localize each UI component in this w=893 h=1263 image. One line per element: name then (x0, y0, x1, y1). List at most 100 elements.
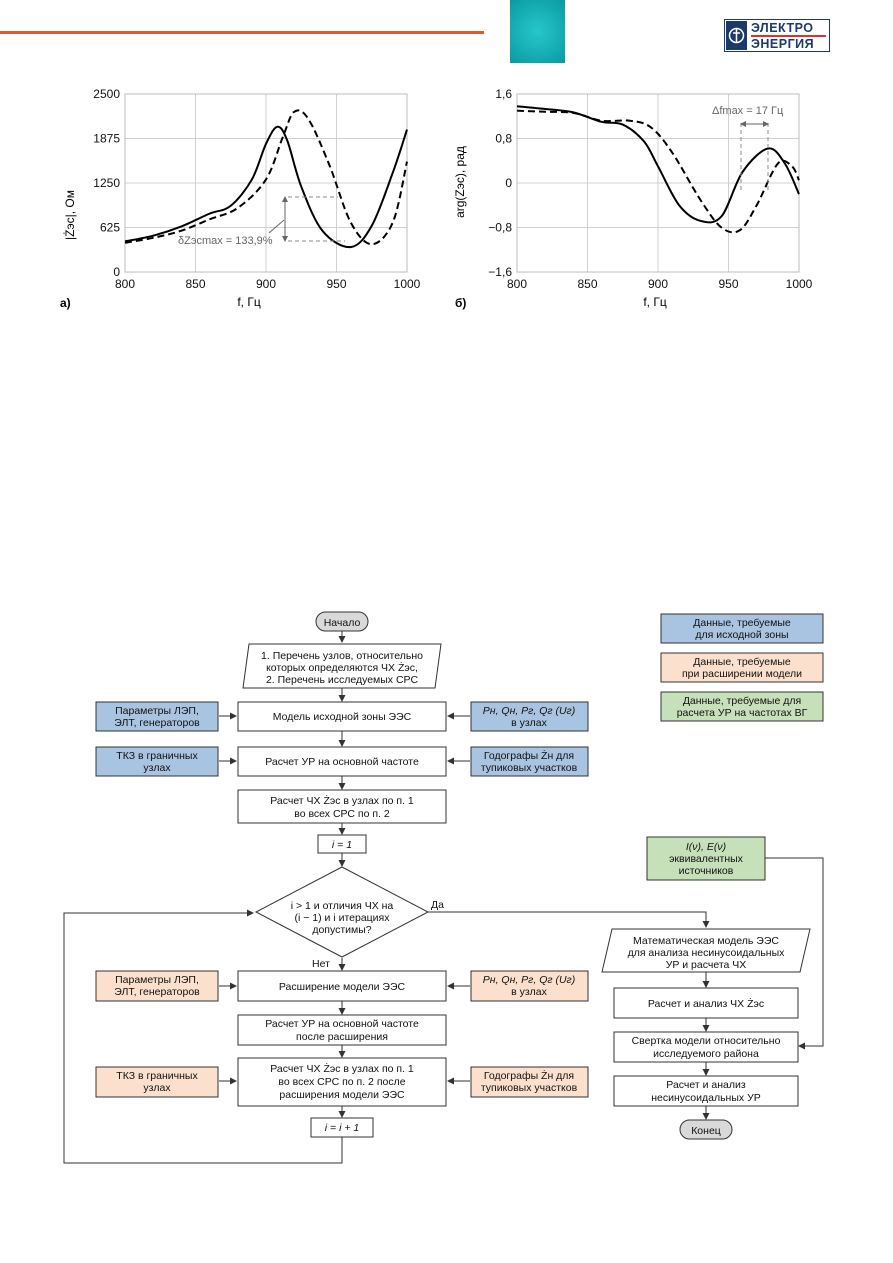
svg-text:после расширения: после расширения (296, 1031, 388, 1043)
journal-logo: ЭЛЕКТРО ЭНЕРГИЯ (724, 19, 830, 52)
svg-text:ЭЛТ, генераторов: ЭЛТ, генераторов (114, 986, 200, 998)
series-line-dashed (124, 109, 408, 246)
flow-calc-analysis: Расчет и анализ ЧХ Żэс (613, 987, 799, 1019)
header-teal-block (510, 0, 565, 63)
svg-text:Данные, требуемые для: Данные, требуемые для (683, 695, 801, 707)
chart-b-series (516, 105, 800, 234)
svg-text:i = 1: i = 1 (332, 839, 352, 851)
flow-left-orange-1: Параметры ЛЭП, ЭЛТ, генераторов (95, 970, 219, 1002)
y-tick-label: −0,8 (488, 221, 512, 235)
chart-a-panel-label: а) (60, 296, 71, 310)
svg-text:Расчет УР на основной частоте: Расчет УР на основной частоте (265, 1018, 419, 1030)
flow-calc-fr-after: Расчет ЧХ Żэс в узлах по п. 1 во всех СР… (237, 1057, 447, 1107)
flow-no-label: Нет (312, 958, 330, 970)
svg-text:эквивалентных: эквивалентных (669, 853, 744, 865)
x-tick-label: 950 (326, 277, 346, 291)
chart-b-ylabel: arg(Żэс), рад (455, 146, 467, 218)
flowchart-connectors (63, 631, 824, 1164)
flow-legend-blue: Данные, требуемые для исходной зоны (660, 613, 824, 644)
plot-frame (124, 93, 408, 273)
x-tick-label: 900 (256, 277, 276, 291)
svg-text:i = i + 1: i = i + 1 (325, 1122, 359, 1134)
y-tick-label: 1875 (93, 132, 120, 146)
flow-nonsin: Расчет и анализ несинусоидальных УР (613, 1075, 799, 1107)
x-tick-label: 1000 (394, 277, 420, 291)
y-tick-label: 0,8 (495, 132, 512, 146)
flowchart: Начало 1. Перечень узлов, относительно к… (63, 611, 824, 1164)
flow-right-blue-1: Pн, Qн, Pг, Qг (Uг) в узлах (470, 701, 589, 732)
svg-text:Годографы Żн для: Годографы Żн для (484, 1069, 574, 1082)
x-tick-label: 950 (718, 277, 738, 291)
logo-line2: ЭНЕРГИЯ (751, 37, 815, 51)
header-accent-line (0, 31, 484, 34)
svg-text:ТКЗ в граничных: ТКЗ в граничных (116, 750, 198, 762)
y-tick-label: 0 (505, 176, 512, 190)
svg-text:узлах: узлах (143, 762, 171, 774)
flow-i-inc: i = i + 1 (310, 1117, 374, 1138)
svg-text:которых определяются ЧХ Żэс,: которых определяются ЧХ Żэс, (266, 661, 418, 674)
plot-frame (516, 93, 800, 273)
svg-text:ТКЗ в граничных: ТКЗ в граничных (116, 1070, 198, 1082)
svg-text:источников: источников (679, 865, 734, 877)
chart-a-ylabel: |Żэс|, Ом (63, 190, 77, 240)
x-tick-label: 800 (507, 277, 527, 291)
flow-right-orange-1: Pн, Qн, Pг, Qг (Uг) в узлах (470, 970, 589, 1002)
flow-green-sources: I(ν), E(ν) эквивалентных источников (646, 836, 766, 881)
logo-red-stripe (751, 35, 826, 37)
chart-a-xlabel: f, Гц (237, 295, 261, 309)
series-line-solid (124, 125, 408, 249)
svg-text:расширения модели ЭЭС: расширения модели ЭЭС (279, 1089, 405, 1101)
flow-i-init: i = 1 (317, 834, 367, 854)
x-tick-label: 850 (577, 277, 597, 291)
svg-text:Начало: Начало (324, 617, 361, 629)
svg-text:Свертка модели относительно: Свертка модели относительно (632, 1035, 781, 1047)
flow-calc-fr: Расчет ЧХ Żэс в узлах по п. 1 во всех СР… (237, 789, 447, 824)
svg-text:допустимы?: допустимы? (312, 924, 371, 936)
svg-text:в узлах: в узлах (511, 986, 547, 998)
y-tick-label: 1250 (93, 176, 120, 190)
x-tick-label: 850 (185, 277, 205, 291)
svg-text:Данные, требуемые: Данные, требуемые (693, 656, 791, 668)
svg-text:Параметры ЛЭП,: Параметры ЛЭП, (115, 974, 199, 986)
flow-yes-label: Да (431, 899, 444, 911)
flow-end: Конец (679, 1119, 733, 1140)
flow-calc-base: Расчет УР на основной частоте (237, 746, 447, 777)
flow-input-list: 1. Перечень узлов, относительно которых … (242, 643, 442, 689)
svg-text:Расчет и анализ: Расчет и анализ (666, 1079, 746, 1091)
y-tick-label: 2500 (93, 87, 120, 101)
y-tick-label: 1,6 (495, 87, 512, 101)
svg-text:УР и расчета ЧХ: УР и расчета ЧХ (666, 959, 747, 971)
flow-left-orange-2: ТКЗ в граничных узлах (95, 1066, 219, 1098)
flow-expand: Расширение модели ЭЭС (237, 970, 447, 1002)
flow-legend-green: Данные, требуемые для расчета УР на част… (660, 691, 824, 722)
chart-a-annotation-text: δZэсmax = 133,9% (178, 235, 273, 247)
svg-text:Расчет ЧХ Żэс в узлах по п. 1: Расчет ЧХ Żэс в узлах по п. 1 (270, 794, 414, 807)
chart-a-annotation: δZэсmax = 133,9% (178, 196, 345, 247)
svg-text:Расчет УР на основной частоте: Расчет УР на основной частоте (265, 756, 419, 768)
x-tick-label: 1000 (786, 277, 813, 291)
svg-text:Расширение модели ЭЭС: Расширение модели ЭЭС (279, 981, 406, 993)
svg-text:для исходной зоны: для исходной зоны (695, 629, 788, 641)
svg-text:2. Перечень исследуемых СРС: 2. Перечень исследуемых СРС (266, 674, 418, 686)
svg-text:Параметры ЛЭП,: Параметры ЛЭП, (115, 705, 199, 717)
series-line-dashed (516, 109, 800, 234)
svg-text:Годографы Żн для: Годографы Żн для (484, 749, 574, 762)
flow-left-blue-1: Параметры ЛЭП, ЭЛТ, генераторов (95, 701, 219, 732)
flow-calc-base-after: Расчет УР на основной частоте после расш… (237, 1014, 447, 1046)
logo-line1: ЭЛЕКТРО (751, 21, 814, 35)
svg-text:I(ν), E(ν): I(ν), E(ν) (686, 841, 726, 853)
svg-text:Данные, требуемые: Данные, требуемые (693, 617, 791, 629)
flow-right-blue-2: Годографы Żн для тупиковых участков (470, 746, 589, 777)
flow-model-initial: Модель исходной зоны ЭЭС (237, 701, 447, 732)
x-tick-label: 900 (648, 277, 668, 291)
chart-b-annotation: Δfmax = 17 Гц (712, 105, 784, 190)
svg-text:(i − 1) и i итерациях: (i − 1) и i итерациях (295, 912, 391, 924)
flow-decision: i > 1 и отличия ЧХ на (i − 1) и i итерац… (254, 866, 430, 958)
svg-text:в узлах: в узлах (511, 717, 547, 729)
chart-b-annotation-text: Δfmax = 17 Гц (712, 105, 784, 117)
svg-text:при расширении модели: при расширении модели (682, 668, 802, 680)
svg-text:Расчет ЧХ Żэс в узлах по п. 1: Расчет ЧХ Żэс в узлах по п. 1 (270, 1062, 414, 1075)
